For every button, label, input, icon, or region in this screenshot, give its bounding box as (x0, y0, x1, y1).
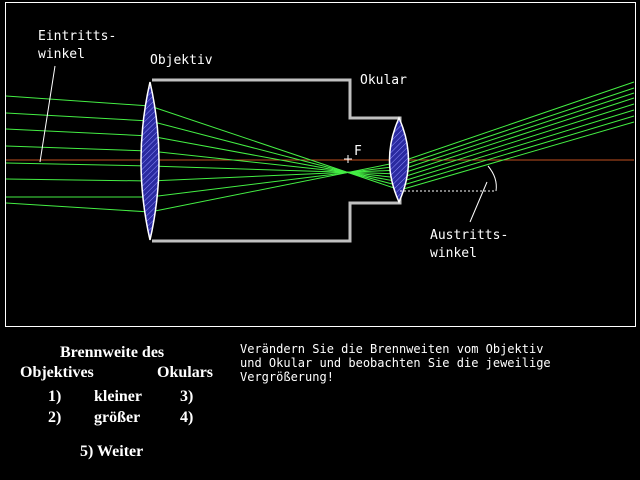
instructions-text: Verändern Sie die Brennweiten vom Objekt… (240, 342, 551, 384)
converging-rays (149, 105, 401, 213)
eyepiece-larger-key[interactable]: 4) (180, 409, 194, 426)
focus-label: F (354, 144, 362, 159)
eyepiece-smaller-key[interactable]: 3) (180, 388, 194, 405)
exit-angle-label-line1: Austritts- (430, 228, 509, 243)
instructions-line1: Verändern Sie die Brennweiten vom Objekt… (240, 342, 544, 356)
incoming-rays (5, 95, 151, 213)
smaller-label: kleiner (94, 388, 142, 405)
eyepiece-lens (388, 116, 410, 204)
diagram-frame (5, 2, 636, 327)
instructions-line3: Vergrößerung! (240, 370, 334, 384)
exit-angle-arc (487, 165, 497, 192)
larger-label: größer (94, 409, 141, 426)
eyepiece-label: Okular (360, 73, 407, 88)
exit-angle-pointer (469, 181, 488, 223)
entry-angle-label: Eintritts- winkel (38, 30, 116, 62)
next-button[interactable]: 5) Weiter (80, 443, 144, 460)
eyepiece-column-header: Okulars (157, 364, 214, 381)
entry-angle-label-line2: winkel (38, 47, 85, 62)
exit-angle-label: Austritts- winkel (430, 229, 508, 261)
entry-angle-pointer (39, 65, 56, 163)
exiting-rays (399, 81, 635, 191)
exit-angle-label-line2: winkel (430, 246, 477, 261)
objective-lens (140, 81, 160, 241)
telescope-diagram (5, 2, 636, 327)
objective-column-header: Objektives (20, 364, 94, 381)
objective-larger-key[interactable]: 2) (48, 409, 62, 426)
objective-smaller-key[interactable]: 1) (48, 388, 62, 405)
focal-length-heading: Brennweite des (60, 344, 165, 361)
objective-label: Objektiv (150, 53, 213, 68)
instructions-line2: und Okular und beobachten Sie die jeweil… (240, 356, 551, 370)
focus-marker (344, 155, 352, 163)
entry-angle-label-line1: Eintritts- (38, 29, 117, 44)
